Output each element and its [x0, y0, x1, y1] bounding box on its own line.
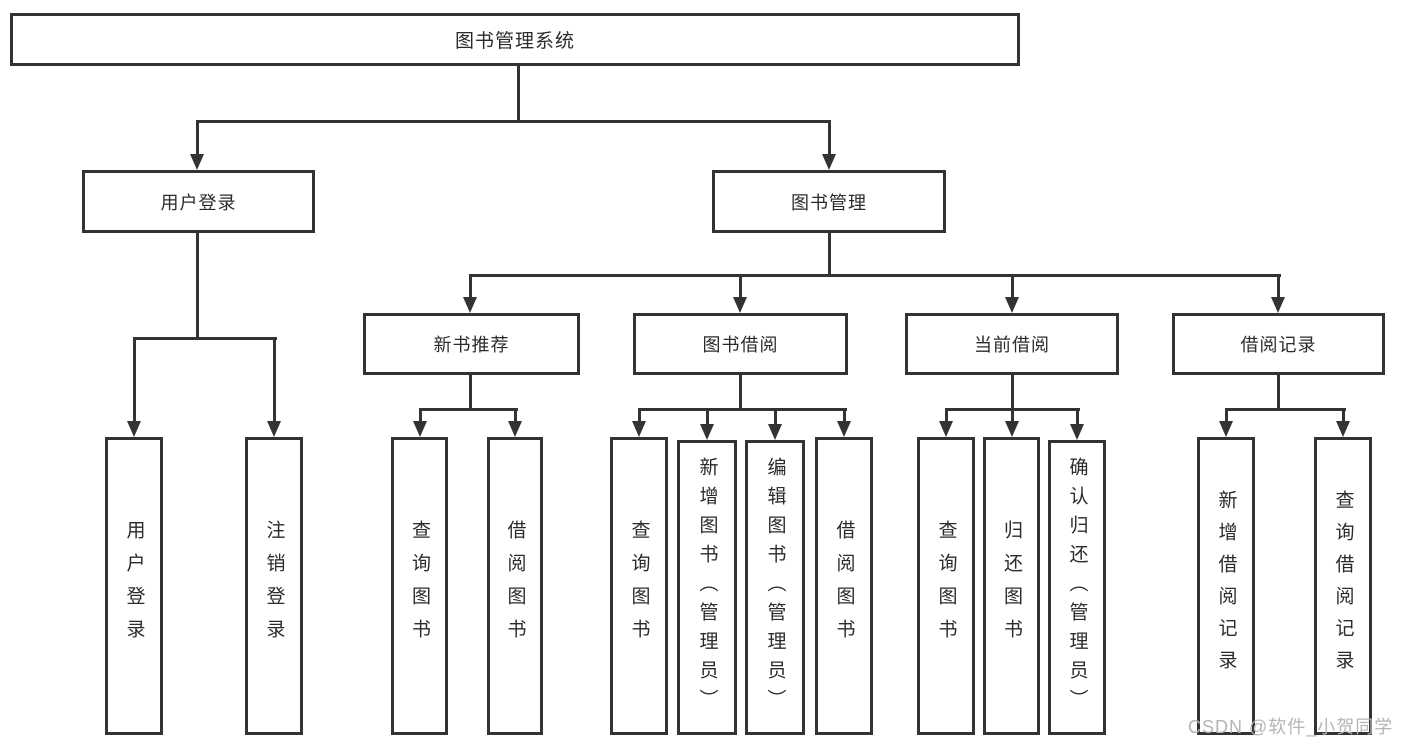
arrow-down-icon: [733, 297, 747, 313]
connector-line: [945, 409, 948, 427]
connector-line: [1277, 375, 1280, 409]
leaf-query-books-recommend-label: 查询图书: [409, 520, 430, 652]
connector-line: [1277, 275, 1280, 303]
leaf-borrow-books-2: 借阅图书: [815, 437, 873, 735]
leaf-return-book: 归还图书: [983, 437, 1040, 735]
arrow-down-icon: [508, 421, 522, 437]
connector-line: [196, 233, 199, 338]
leaf-return-book-label: 归还图书: [1001, 520, 1022, 652]
connector-line: [517, 66, 520, 121]
connector-line: [1011, 275, 1014, 303]
arrow-down-icon: [1219, 421, 1233, 437]
node-current-borrow: 当前借阅: [905, 313, 1119, 375]
arrow-down-icon: [939, 421, 953, 437]
arrow-down-icon: [463, 297, 477, 313]
connector-line: [273, 338, 276, 426]
connector-line: [706, 409, 709, 427]
leaf-query-books-borrow-label: 查询图书: [628, 520, 650, 652]
connector-line: [1011, 409, 1014, 427]
connector-line: [638, 408, 847, 411]
node-book-management-label: 图书管理: [791, 192, 867, 213]
arrow-down-icon: [190, 154, 204, 170]
leaf-confirm-return-admin: 确认归还（管理员）: [1048, 440, 1106, 735]
node-current-borrow-label: 当前借阅: [974, 335, 1050, 355]
arrow-down-icon: [267, 421, 281, 437]
leaf-add-book-admin: 新增图书（管理员）: [677, 440, 737, 735]
leaf-add-book-admin-label: 新增图书（管理员）: [696, 457, 718, 718]
connector-line: [196, 120, 831, 123]
connector-line: [739, 275, 742, 303]
arrow-down-icon: [1336, 421, 1350, 437]
leaf-borrow-books-2-label: 借阅图书: [833, 520, 855, 652]
connector-line: [1225, 408, 1346, 411]
connector-line: [419, 408, 518, 411]
node-new-book-recommend: 新书推荐: [363, 313, 580, 375]
node-book-borrow-label: 图书借阅: [702, 335, 779, 355]
leaf-borrow-books-recommend: 借阅图书: [487, 437, 543, 735]
node-book-management: 图书管理: [712, 170, 946, 233]
node-new-book-recommend-label: 新书推荐: [433, 335, 510, 355]
arrow-down-icon: [413, 421, 427, 437]
connector-line: [1342, 409, 1345, 427]
leaf-borrow-books-recommend-label: 借阅图书: [504, 520, 526, 652]
connector-line: [133, 338, 136, 426]
connector-line: [514, 409, 517, 427]
leaf-confirm-return-admin-label: 确认归还（管理员）: [1066, 457, 1088, 718]
watermark: CSDN @软件_小贺同学: [1188, 717, 1394, 737]
connector-line: [469, 274, 1281, 277]
arrow-down-icon: [1005, 421, 1019, 437]
leaf-query-books-current: 查询图书: [917, 437, 975, 735]
arrow-down-icon: [822, 154, 836, 170]
connector-line: [1076, 409, 1079, 427]
arrow-down-icon: [768, 424, 782, 440]
connector-line: [828, 121, 831, 160]
connector-line: [638, 409, 641, 427]
leaf-query-borrow-record-label: 查询借阅记录: [1332, 490, 1354, 682]
leaf-edit-book-admin: 编辑图书（管理员）: [745, 440, 805, 735]
connector-line: [133, 337, 277, 340]
connector-line: [196, 121, 199, 160]
node-book-borrow: 图书借阅: [633, 313, 848, 375]
node-root-label: 图书管理系统: [454, 31, 575, 52]
arrow-down-icon: [127, 421, 141, 437]
connector-line: [419, 409, 422, 427]
leaf-query-books-borrow: 查询图书: [610, 437, 668, 735]
arrow-down-icon: [1005, 297, 1019, 313]
connector-line: [828, 233, 831, 275]
connector-line: [469, 275, 472, 303]
arrow-down-icon: [700, 424, 714, 440]
leaf-user-login-label: 用户登录: [123, 520, 145, 652]
connector-line: [774, 409, 777, 427]
node-borrow-records: 借阅记录: [1172, 313, 1385, 375]
leaf-add-borrow-record-label: 新增借阅记录: [1215, 490, 1237, 682]
connector-line: [1011, 375, 1014, 409]
node-borrow-records-label: 借阅记录: [1240, 335, 1317, 355]
arrow-down-icon: [1271, 297, 1285, 313]
arrow-down-icon: [1070, 424, 1084, 440]
leaf-edit-book-admin-label: 编辑图书（管理员）: [764, 457, 786, 718]
connector-line: [739, 375, 742, 409]
leaf-query-books-current-label: 查询图书: [935, 520, 957, 652]
connector-line: [945, 408, 1080, 411]
leaf-logout: 注销登录: [245, 437, 303, 735]
leaf-add-borrow-record: 新增借阅记录: [1197, 437, 1255, 735]
node-user-login-label: 用户登录: [160, 192, 237, 213]
leaf-logout-label: 注销登录: [263, 520, 285, 652]
arrow-down-icon: [632, 421, 646, 437]
node-root: 图书管理系统: [10, 13, 1020, 66]
leaf-user-login: 用户登录: [105, 437, 163, 735]
connector-line: [469, 375, 472, 409]
connector-line: [1225, 409, 1228, 427]
node-user-login: 用户登录: [82, 170, 315, 233]
leaf-query-borrow-record: 查询借阅记录: [1314, 437, 1372, 735]
leaf-query-books-recommend: 查询图书: [391, 437, 448, 735]
connector-line: [843, 409, 846, 427]
arrow-down-icon: [837, 421, 851, 437]
